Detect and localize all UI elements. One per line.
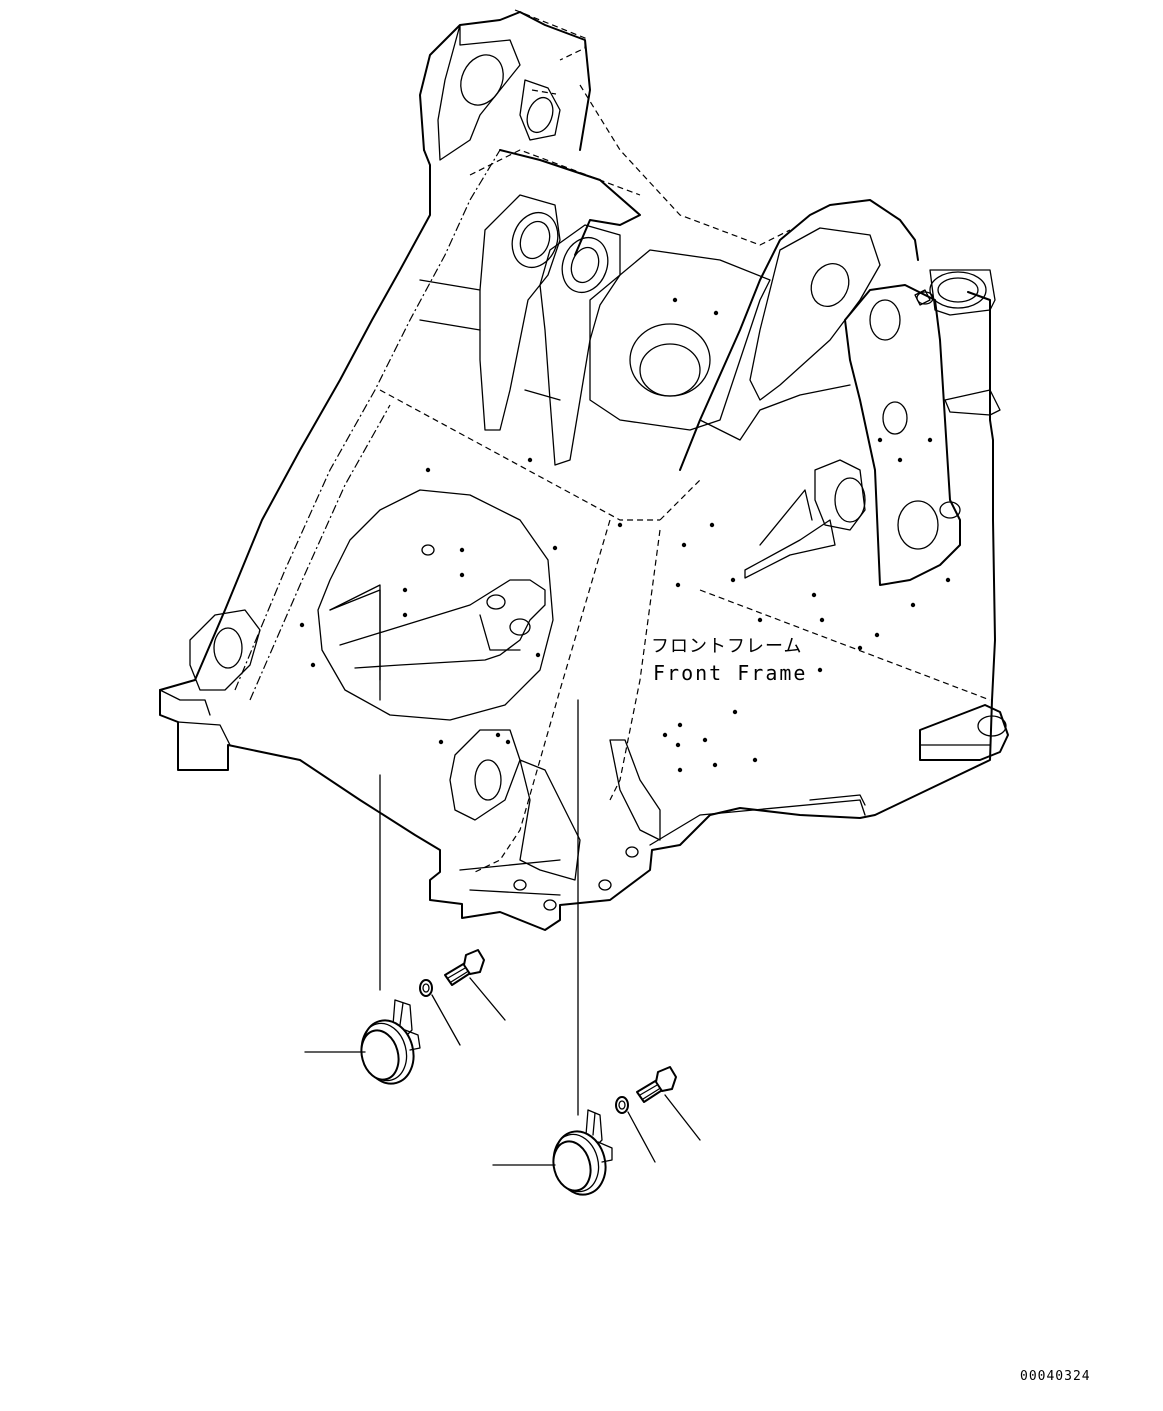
washer-right-icon bbox=[615, 1096, 629, 1114]
bolt-right-icon bbox=[636, 1066, 677, 1103]
callout-leaders bbox=[304, 977, 701, 1166]
lamp-right-icon bbox=[552, 1109, 613, 1196]
bolt-left-icon bbox=[444, 949, 485, 986]
document-id: 00040324 bbox=[1020, 1369, 1091, 1384]
frame-bolt-holes bbox=[299, 297, 951, 773]
washer-left-icon bbox=[419, 979, 433, 997]
front-frame-drawing bbox=[159, 9, 1009, 931]
lamp-left-icon bbox=[360, 999, 421, 1085]
frame-label-en: Front Frame bbox=[653, 661, 807, 685]
frame-label-jp: フロントフレーム bbox=[651, 636, 802, 657]
hidden-edge-left bbox=[329, 584, 381, 701]
